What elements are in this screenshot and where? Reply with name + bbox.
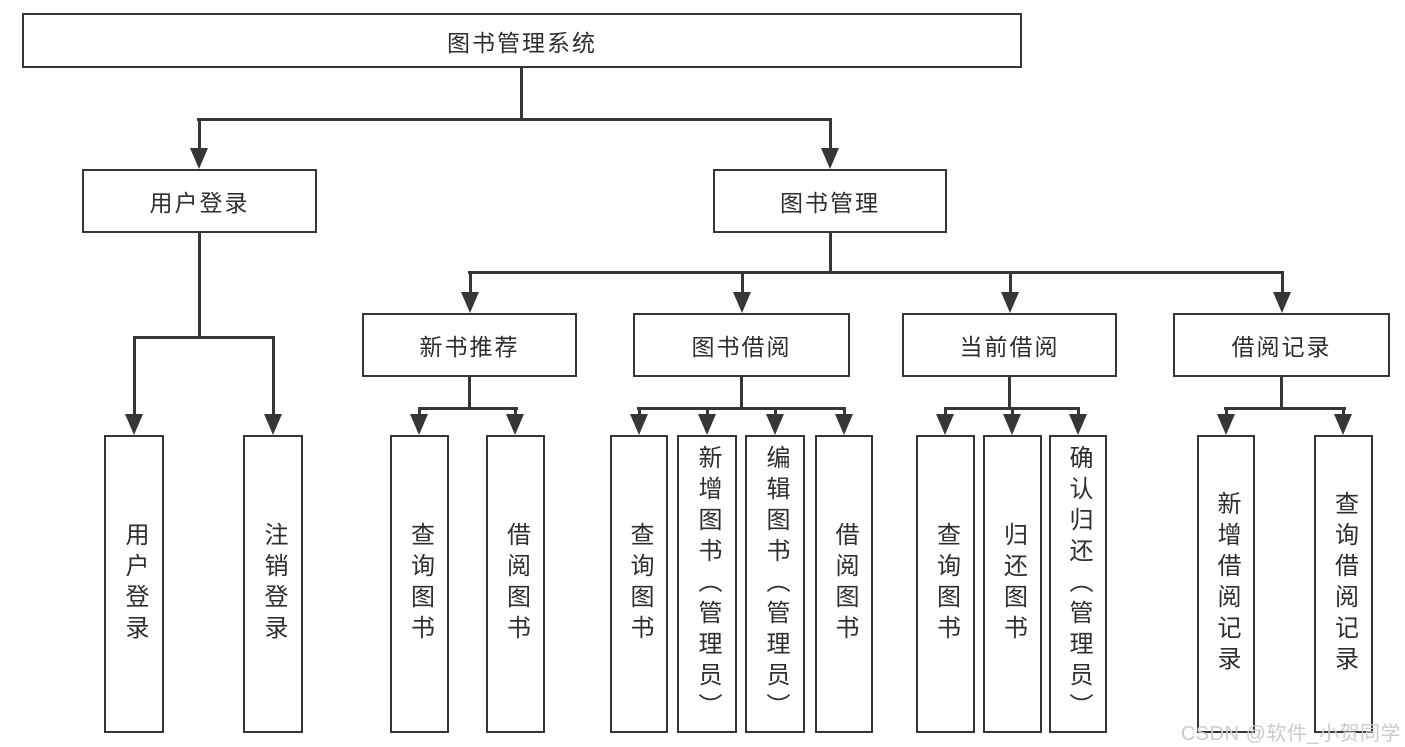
node-label: 新增借阅记录 <box>1213 491 1240 677</box>
edge-line <box>468 377 471 408</box>
node-user-login-group: 用户登录 <box>82 169 317 233</box>
leaf-logout: 注销登录 <box>243 435 303 733</box>
node-label: 新增图书（管理员） <box>694 444 721 724</box>
leaf-borrow-books-recommend: 借阅图书 <box>486 435 545 733</box>
node-book-management: 图书管理 <box>713 169 947 233</box>
edge-line <box>638 407 641 416</box>
node-label: 借阅记录 <box>1231 334 1332 360</box>
edge-line <box>198 118 201 151</box>
edge-arrow <box>821 148 839 169</box>
edge-line <box>1224 407 1346 410</box>
edge-arrow <box>733 292 751 313</box>
node-label: 新书推荐 <box>419 334 520 360</box>
node-label: 图书借阅 <box>691 334 792 360</box>
node-label: 归还图书 <box>999 522 1027 646</box>
edge-line <box>197 118 832 121</box>
edge-arrow <box>264 414 282 435</box>
leaf-user-login: 用户登录 <box>104 435 164 733</box>
edge-line <box>1077 407 1080 416</box>
edge-line <box>133 336 275 339</box>
edge-arrow <box>1069 414 1087 435</box>
edge-line <box>133 336 136 416</box>
edge-line <box>944 407 947 416</box>
node-library-system: 图书管理系统 <box>22 13 1022 68</box>
edge-line <box>774 407 777 416</box>
edge-arrow <box>1003 414 1021 435</box>
edge-line <box>1342 407 1345 416</box>
edge-arrow <box>835 414 853 435</box>
edge-line <box>740 377 743 408</box>
node-label: 图书管理系统 <box>447 29 597 56</box>
edge-line <box>829 118 832 151</box>
node-book-borrowing: 图书借阅 <box>633 313 850 377</box>
node-label: 编辑图书（管理员） <box>762 444 789 724</box>
leaf-query-books-borrowing: 查询图书 <box>610 435 668 733</box>
node-new-book-recommend: 新书推荐 <box>362 313 577 377</box>
edge-line <box>520 68 523 118</box>
edge-arrow <box>506 414 524 435</box>
edge-line <box>1281 271 1284 294</box>
node-label: 查询图书 <box>626 522 653 646</box>
leaf-add-borrow-record: 新增借阅记录 <box>1197 435 1255 733</box>
leaf-borrow-books-borrowing: 借阅图书 <box>815 435 873 733</box>
leaf-query-books-recommend: 查询图书 <box>390 435 449 733</box>
edge-line <box>1225 407 1228 416</box>
edge-line <box>1011 407 1014 416</box>
edge-line <box>418 407 421 416</box>
edge-line <box>637 407 846 410</box>
edge-line <box>1009 271 1012 294</box>
leaf-edit-books-admin: 编辑图书（管理员） <box>745 435 805 733</box>
edge-arrow <box>1217 414 1235 435</box>
edge-arrow <box>461 292 479 313</box>
node-label: 用户登录 <box>149 190 250 216</box>
edge-line <box>1008 377 1011 408</box>
edge-arrow <box>1334 414 1352 435</box>
edge-line <box>1280 377 1283 408</box>
node-label: 确认归还（管理员） <box>1065 444 1092 724</box>
edge-arrow <box>936 414 954 435</box>
node-label: 查询图书 <box>932 522 960 646</box>
leaf-return-books: 归还图书 <box>983 435 1042 733</box>
node-label: 借阅图书 <box>502 522 530 646</box>
leaf-add-books-admin: 新增图书（管理员） <box>677 435 737 733</box>
node-current-borrowing: 当前借阅 <box>902 313 1117 377</box>
node-label: 查询借阅记录 <box>1330 491 1358 677</box>
edge-arrow <box>630 414 648 435</box>
edge-arrow <box>125 414 143 435</box>
edge-line <box>272 336 275 416</box>
edge-line <box>706 407 709 416</box>
leaf-query-books-current: 查询图书 <box>916 435 975 733</box>
csdn-watermark: CSDN @软件_小贺同学 <box>1180 723 1401 745</box>
edge-line <box>418 407 518 410</box>
edge-arrow <box>190 148 208 169</box>
edge-arrow <box>766 414 784 435</box>
node-label: 图书管理 <box>780 190 880 216</box>
node-label: 当前借阅 <box>959 334 1060 360</box>
node-borrowing-records: 借阅记录 <box>1173 313 1390 377</box>
node-label: 用户登录 <box>121 522 148 646</box>
edge-line <box>741 271 744 294</box>
node-label: 注销登录 <box>260 522 287 646</box>
edge-line <box>469 271 472 294</box>
edge-arrow <box>698 414 716 435</box>
leaf-confirm-return-admin: 确认归还（管理员） <box>1049 435 1107 733</box>
node-label: 查询图书 <box>406 522 434 646</box>
edge-line <box>468 271 1283 274</box>
edge-arrow <box>1273 292 1291 313</box>
edge-line <box>829 233 832 274</box>
edge-line <box>198 233 201 336</box>
leaf-query-borrow-record: 查询借阅记录 <box>1314 435 1373 733</box>
edge-arrow <box>410 414 428 435</box>
edge-line <box>843 407 846 416</box>
node-label: 借阅图书 <box>831 522 858 646</box>
edge-line <box>514 407 517 416</box>
edge-arrow <box>1001 292 1019 313</box>
